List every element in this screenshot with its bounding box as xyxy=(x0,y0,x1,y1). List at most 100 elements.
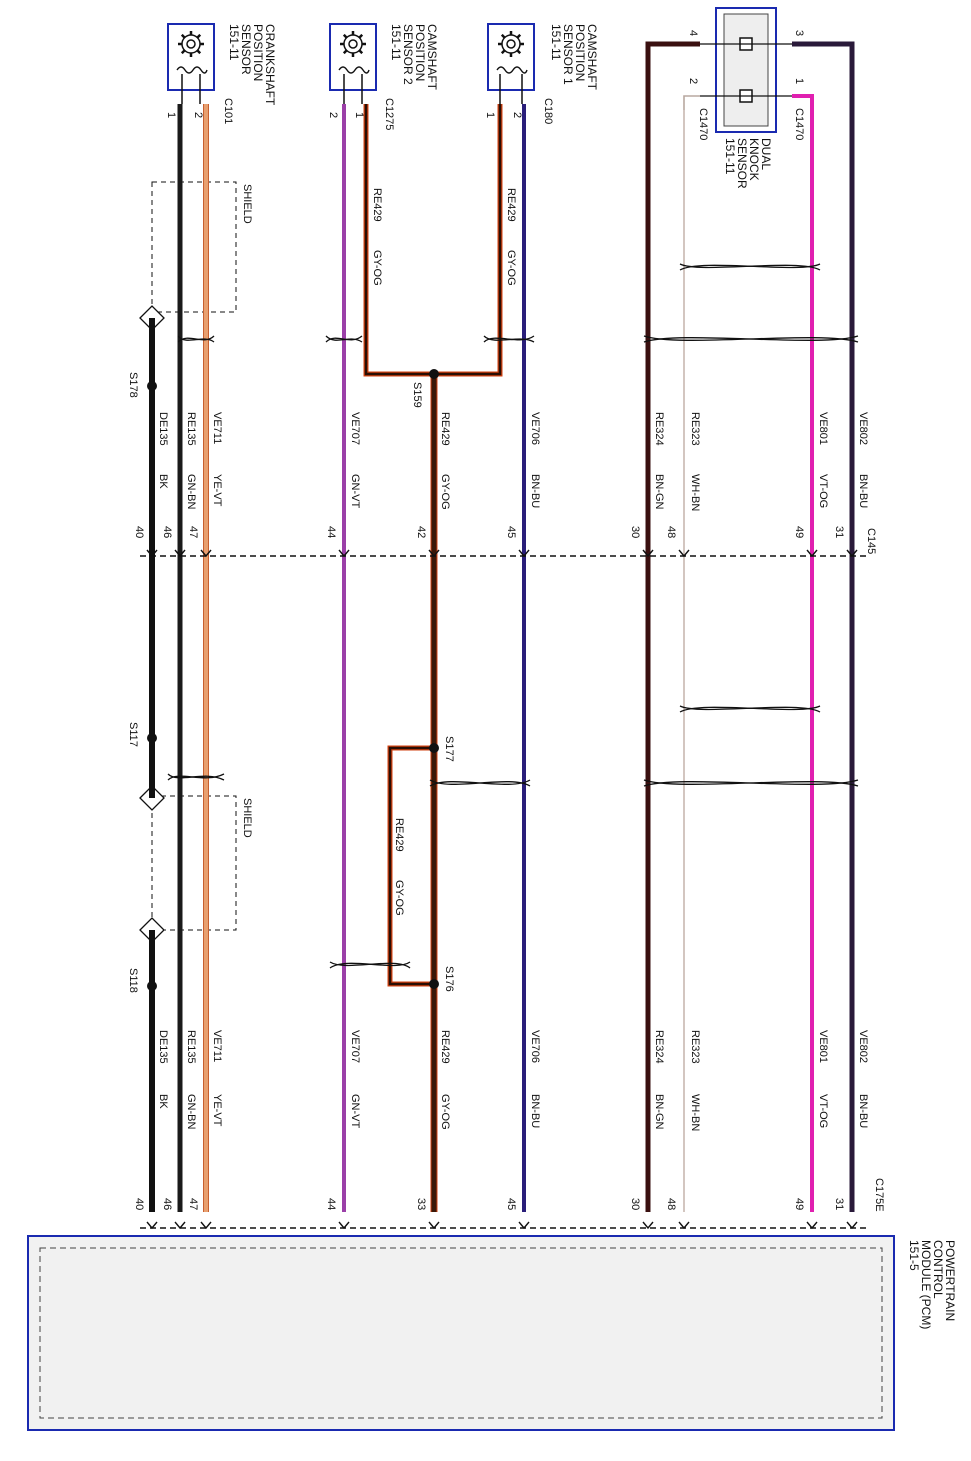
wire-ckpm-circuit-top: RE135 xyxy=(185,412,197,446)
wire-ks2m-circuit-bottom: RE324 xyxy=(653,1030,665,1064)
wire-shdrtn-circuit-top: DE135 xyxy=(157,412,169,446)
wire-ks2p-color-bottom: BN-BU xyxy=(857,1094,869,1128)
cam1-label-1: CAMSHAFT xyxy=(585,24,599,91)
wire-ckpp-mid-pin: 47 xyxy=(187,526,199,538)
wire-ks2p-color-top: BN-BU xyxy=(857,474,869,508)
crank-label-4: 151-11 xyxy=(227,24,241,61)
wire-cid2-color-bottom: GN-VT xyxy=(349,1094,361,1129)
pin-mark-ks1m-1 xyxy=(678,1221,690,1230)
wire-ckpp-color-bottom: YE-VT xyxy=(211,1094,223,1127)
cam2-label-2: POSITION xyxy=(413,24,427,81)
wire-cid2-color-top: GN-VT xyxy=(349,474,361,509)
cam2-label-3: SENSOR 2 xyxy=(401,24,415,85)
pcm-module: POWERTRAIN CONTROL MODULE (PCM) 151-5 xyxy=(27,1235,957,1431)
cam1-label-4: 151-11 xyxy=(549,24,563,61)
camshaft-sensor-2: CAMSHAFT POSITION SENSOR 2 151-11 C1275 … xyxy=(327,23,439,130)
splice-s178-dot xyxy=(147,381,157,391)
lower-branch-color: GY-OG xyxy=(393,880,405,916)
wire-ckpm-mid-pin: 46 xyxy=(161,526,173,538)
wire-ks1m-circuit-top: RE323 xyxy=(689,412,701,446)
splice-s118-dot xyxy=(147,981,157,991)
wire-cid2-mid-pin: 44 xyxy=(325,526,337,538)
wire-ks2m-mid-pin: 30 xyxy=(629,526,641,538)
pcm-label-1: POWERTRAIN xyxy=(943,1240,957,1321)
wire-cid1-circuit-top: VE706 xyxy=(529,412,541,445)
wire-ks1p-circuit-bottom: VE801 xyxy=(817,1030,829,1063)
wire-ks2m-pcm-pin: 30 xyxy=(629,1198,641,1210)
splice-s159-dot xyxy=(429,369,439,379)
pin-mark-cid1-1 xyxy=(518,1221,530,1230)
knock-connector-right: C1470 xyxy=(793,108,805,140)
wire-ks1p-color-bottom: VT-OG xyxy=(817,1094,829,1128)
knock-leads xyxy=(645,41,855,110)
wire-ks1m-color-top: WH-BN xyxy=(689,474,701,511)
crank-label-1: CRANKSHAFT xyxy=(263,24,277,106)
pin-mark-ks2m-1 xyxy=(642,1221,654,1230)
splice-s117-dot xyxy=(147,733,157,743)
wire-vrs-pcm-pin: 33 xyxy=(415,1198,427,1210)
pin-mark-cid2-1 xyxy=(338,1221,350,1230)
crank-pin-1: 1 xyxy=(165,112,177,118)
wire-ckpp-circuit-bottom: VE711 xyxy=(211,1030,223,1062)
pin-mark-vrs-1 xyxy=(428,1221,440,1230)
wire-vrs-circuit-top: RE429 xyxy=(439,412,451,446)
wire-ks2p-circuit-top: VE802 xyxy=(857,412,869,445)
wire-cid2-circuit-bottom: VE707 xyxy=(349,1030,361,1063)
knock-label-1: DUAL xyxy=(759,138,773,170)
wire-ks1p-pcm-pin: 49 xyxy=(793,1198,805,1210)
upper-branch-circuit-2: RE429 xyxy=(505,188,517,222)
splice-s177-dot xyxy=(429,743,439,753)
pcm-label-3: MODULE (PCM) xyxy=(919,1240,933,1329)
splice-s159: S159 xyxy=(411,382,423,408)
knock-pin-1: 1 xyxy=(793,78,805,84)
cam1-label-2: POSITION xyxy=(573,24,587,81)
knock-label-4: 151-11 xyxy=(723,138,737,175)
wire-vrs-color-bottom: GY-OG xyxy=(439,1094,451,1130)
wire-cid1-color-bottom: BN-BU xyxy=(529,1094,541,1128)
wire-ks1p-circuit-top: VE801 xyxy=(817,412,829,445)
knock-pin-3: 3 xyxy=(793,30,805,36)
pin-mark-ckpm-1 xyxy=(174,1221,186,1230)
wire-cid1-mid-pin: 45 xyxy=(505,526,517,538)
wire-vrs-circuit-bottom: RE429 xyxy=(439,1030,451,1064)
cam2-pin-2: 2 xyxy=(327,112,339,118)
wire-shdrtn-color-bottom: BK xyxy=(157,1094,169,1109)
wire-cid1-pcm-pin: 45 xyxy=(505,1198,517,1210)
wire-ckpp-circuit-top: VE711 xyxy=(211,412,223,444)
knock-label-2: KNOCK xyxy=(747,138,761,181)
crank-connector: C101 xyxy=(222,98,234,124)
splice-s178: S178 xyxy=(127,372,139,398)
wire-ckpp-pcm-pin: 47 xyxy=(187,1198,199,1210)
wire-ks1m-color-bottom: WH-BN xyxy=(689,1094,701,1131)
wire-shdrtn-mid-pin: 40 xyxy=(133,526,145,538)
wire-ckpm-circuit-bottom: RE135 xyxy=(185,1030,197,1064)
wire-cid2-circuit-top: VE707 xyxy=(349,412,361,445)
upper-branch-color-2: GY-OG xyxy=(505,250,517,286)
shield-upper-label: SHIELD xyxy=(241,184,253,224)
c145-connector: C145 xyxy=(140,528,877,557)
cam1-pin-2: 2 xyxy=(511,112,523,118)
shield-lower-label: SHIELD xyxy=(241,798,253,838)
pin-mark-shdrtn-1 xyxy=(146,1221,158,1230)
wire-ckpm-color-top: GN-BN xyxy=(185,474,197,510)
crank-label-3: SENSOR xyxy=(239,24,253,75)
wire-ks2m-color-bottom: BN-GN xyxy=(653,1094,665,1130)
splice-s117: S117 xyxy=(127,722,139,747)
lower-branch-circuit: RE429 xyxy=(393,818,405,852)
splice-s176: S176 xyxy=(443,966,455,992)
cam1-label-3: SENSOR 1 xyxy=(561,24,575,85)
wire-ks2p-pcm-pin: 31 xyxy=(833,1198,845,1210)
wire-ks1m-circuit-bottom: RE323 xyxy=(689,1030,701,1064)
wire-ks2m-color-top: BN-GN xyxy=(653,474,665,510)
wire-ks1p-mid-pin: 49 xyxy=(793,526,805,538)
c145-label: C145 xyxy=(865,528,877,554)
cam2-connector: C1275 xyxy=(383,98,395,130)
crank-pin-2: 2 xyxy=(192,112,204,118)
wire-vrs-color-top: GY-OG xyxy=(439,474,451,510)
wire-ks1m-mid-pin: 48 xyxy=(665,526,677,538)
wire-ks2m-circuit-top: RE324 xyxy=(653,412,665,446)
crankshaft-sensor: CRANKSHAFT POSITION SENSOR 151-11 C101 1… xyxy=(165,23,277,124)
wire-vrs-mid-pin: 42 xyxy=(415,526,427,538)
pin-mark-ks2m-0 xyxy=(642,549,654,558)
